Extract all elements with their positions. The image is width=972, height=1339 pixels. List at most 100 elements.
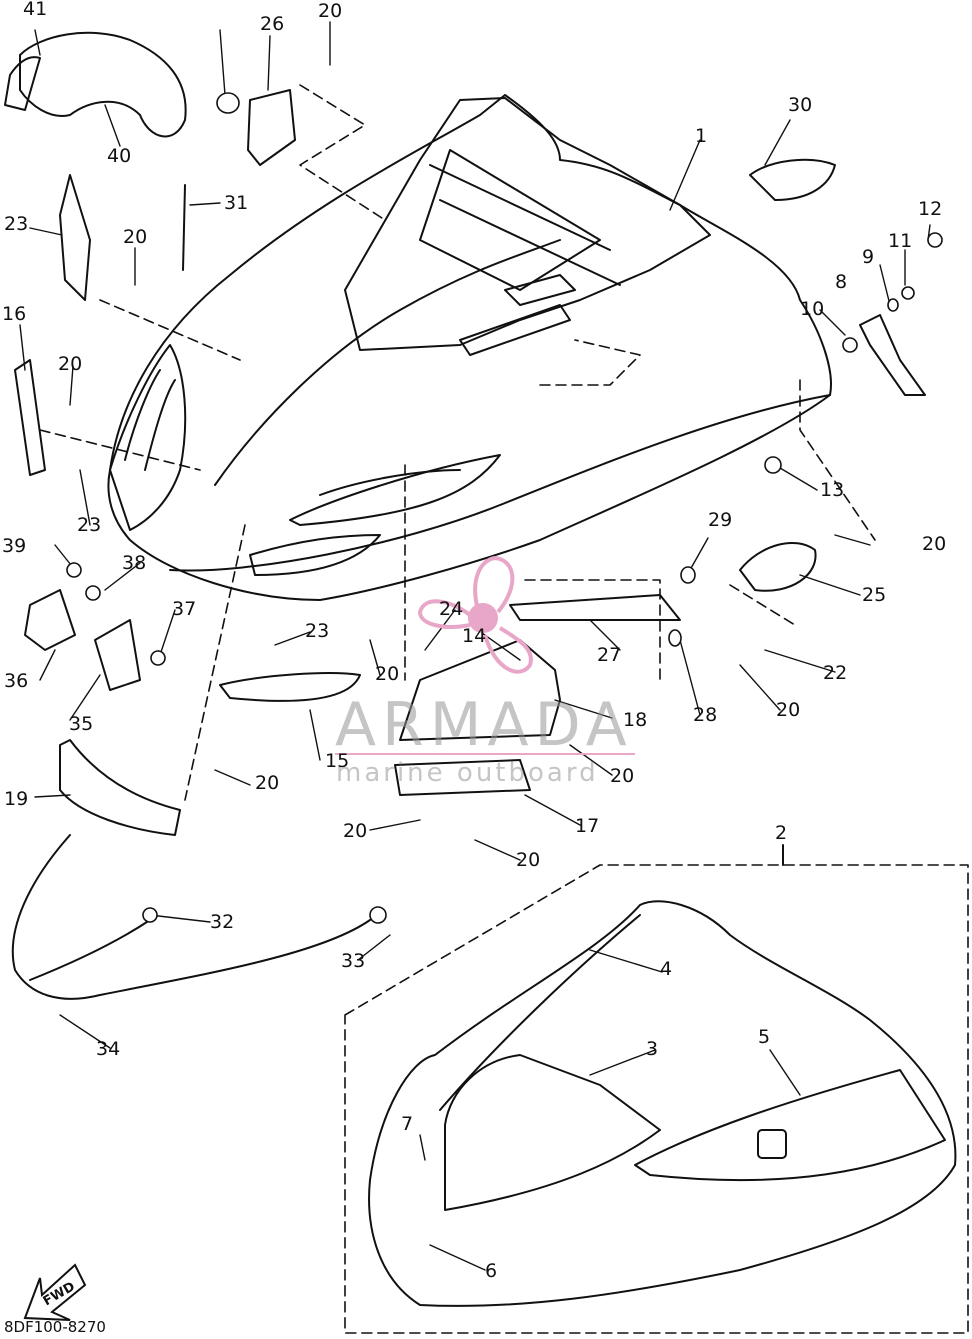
callout-33: 34	[96, 1038, 121, 1060]
callout-31: 32	[210, 911, 235, 933]
left-vent	[109, 344, 187, 531]
callout-37: 38	[122, 552, 147, 574]
callout-5: 5	[758, 1026, 771, 1048]
grommet-41	[216, 92, 240, 114]
callout-6: 6	[485, 1260, 498, 1282]
callout-28: 29	[708, 509, 733, 531]
fairing-39	[19, 31, 187, 138]
callout-39: 40	[107, 145, 132, 167]
nut-13	[764, 456, 782, 474]
leaders	[19, 21, 931, 1271]
louvre-1	[289, 454, 501, 526]
callout-20-d: 20	[922, 533, 947, 555]
callout-20-h: 20	[610, 765, 635, 787]
screw-28	[680, 566, 696, 584]
callout-23-a: 23	[77, 514, 102, 536]
fairing-40	[4, 56, 41, 111]
propeller-logo-icon	[417, 555, 533, 674]
callout-29: 30	[788, 94, 813, 116]
lower-cowl-panel-3	[444, 1054, 661, 1211]
callout-20-c: 20	[58, 353, 83, 375]
callout-2: 2	[775, 822, 788, 844]
callout-8: 8	[835, 271, 848, 293]
bracket-1	[504, 274, 576, 306]
mesh-15	[219, 672, 361, 702]
clip-31	[142, 907, 158, 923]
mesh-25	[247, 89, 296, 166]
callout-27: 28	[693, 704, 718, 726]
windshield-frame	[344, 97, 711, 351]
washer-11	[901, 286, 915, 300]
hood-front-edge	[169, 394, 831, 572]
washer-37	[85, 585, 101, 601]
callout-20-e: 20	[375, 663, 400, 685]
callout-20-i: 20	[343, 820, 368, 842]
callout-40: 41	[23, 0, 48, 20]
callout-4: 4	[660, 958, 673, 980]
fuel-line	[11, 834, 371, 1000]
callout-20-g: 20	[255, 772, 280, 794]
callout-12: 12	[918, 198, 943, 220]
fwd-arrow-icon	[23, 1263, 87, 1321]
callout-24: 25	[862, 584, 887, 606]
watermark-title: ARMADA	[335, 690, 633, 760]
callout-19: 19	[4, 788, 29, 810]
callout-7: 7	[401, 1113, 414, 1135]
hinge-34	[94, 619, 141, 691]
dashed-group-2-box	[344, 864, 969, 1334]
lower-cowl-panel-5	[634, 1069, 946, 1182]
bracket-2	[459, 304, 571, 356]
callout-20-b: 20	[123, 226, 148, 248]
drawing-code: 8DF100-8270	[4, 1318, 106, 1336]
mesh-22	[59, 174, 91, 301]
callout-3: 3	[646, 1038, 659, 1060]
bolt-30	[182, 184, 186, 271]
grille-17	[394, 759, 531, 796]
frame-brace	[429, 164, 621, 286]
callout-36: 37	[172, 598, 197, 620]
collar-9	[887, 298, 899, 312]
callout-16: 16	[2, 303, 27, 325]
callout-17: 17	[575, 815, 600, 837]
callout-21: 22	[823, 662, 848, 684]
callout-14: 14	[462, 625, 487, 647]
callout-23-c: 24	[439, 598, 464, 620]
latch-35	[24, 589, 76, 651]
callout-15: 15	[325, 750, 350, 772]
louvre-2	[249, 534, 381, 576]
hood-outline	[107, 94, 832, 601]
callout-18: 18	[623, 709, 648, 731]
line-31	[29, 919, 151, 981]
watermark-subtitle: marine outboard	[336, 758, 599, 788]
clip-27	[668, 629, 682, 647]
lower-cowl	[368, 900, 957, 1307]
dashed-leaders	[39, 84, 876, 801]
louvre-3	[319, 469, 461, 496]
callout-35: 36	[4, 670, 29, 692]
callout-25: 26	[260, 13, 285, 35]
nut-10	[842, 337, 858, 353]
vent-square	[757, 1129, 787, 1159]
callout-30: 31	[224, 192, 249, 214]
callout-22: 23	[4, 213, 29, 235]
callout-23-b: 23	[305, 620, 330, 642]
callout-13: 13	[820, 479, 845, 501]
callout-20-j: 20	[516, 849, 541, 871]
hood-top-panel	[214, 239, 561, 486]
callout-26: 27	[597, 644, 622, 666]
lever-8	[859, 314, 926, 396]
windshield-inner	[419, 149, 601, 291]
mesh-16	[14, 359, 46, 476]
part-29	[749, 158, 836, 201]
mesh-24	[739, 541, 817, 592]
callout-20-f: 20	[776, 699, 801, 721]
nut-36	[150, 650, 166, 666]
callout-1: 1	[695, 125, 708, 147]
callout-10: 10	[800, 298, 825, 320]
callout-34: 35	[69, 713, 94, 735]
left-vent-inner-1	[124, 369, 161, 461]
callout-32: 33	[341, 950, 366, 972]
strip-26	[509, 594, 681, 621]
lower-cowl-rib-4	[439, 914, 641, 1111]
